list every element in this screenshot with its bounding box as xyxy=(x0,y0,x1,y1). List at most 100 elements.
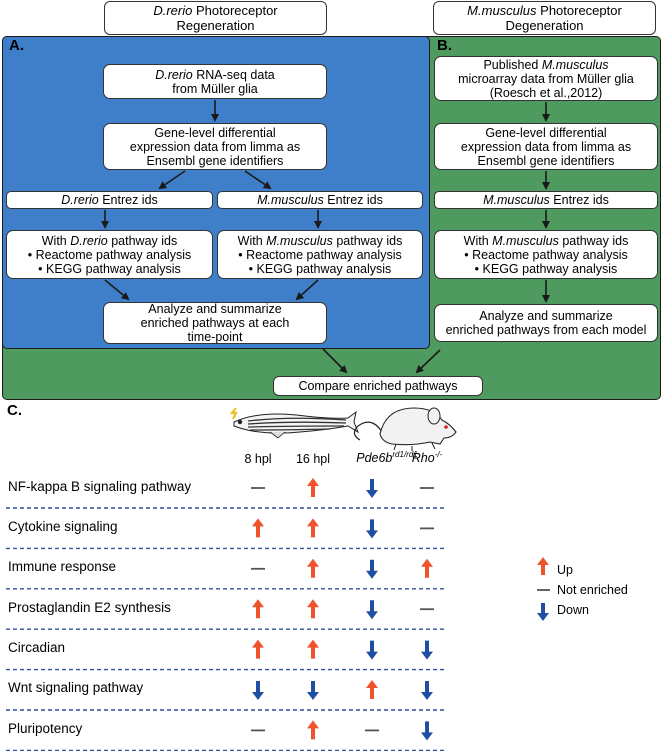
row-label: Cytokine signaling xyxy=(8,519,118,534)
box-text: Analyze and summarize xyxy=(148,302,282,316)
up-arrow xyxy=(252,599,264,619)
flow-arrow xyxy=(415,349,441,374)
box-text: pathway ids xyxy=(558,233,629,248)
down-arrow xyxy=(366,479,378,498)
summary-box-b: Analyze and summarize enriched pathways … xyxy=(434,304,658,342)
box-text: • KEGG pathway analysis xyxy=(474,261,618,276)
box-text: Ensembl gene identifiers xyxy=(477,153,615,168)
box-text: • Reactome pathway analysis xyxy=(27,247,192,262)
header-mouse-degeneration: M.musculus Photoreceptor Degeneration xyxy=(433,1,656,35)
column-header-text: Rho xyxy=(411,451,435,466)
diffexp-box-a: Gene-level differential expression data … xyxy=(103,123,327,170)
pathway-dr-box: With D.rerio pathway ids • Reactome path… xyxy=(6,230,213,279)
box-text: pathway ids xyxy=(107,233,178,248)
diffexp-box-b: Gene-level differential expression data … xyxy=(434,123,658,170)
species-text: M.musculus xyxy=(483,193,550,207)
box-text: time-point xyxy=(187,330,243,344)
box-text: • Reactome pathway analysis xyxy=(464,247,628,262)
box-text: • KEGG pathway analysis xyxy=(248,261,392,276)
down-arrow xyxy=(366,600,378,620)
species-text: M.musculus xyxy=(492,233,559,248)
summary-box-a: Analyze and summarize enriched pathways … xyxy=(103,302,327,344)
up-arrow xyxy=(307,558,319,578)
box-text: Entrez ids xyxy=(98,193,158,207)
box-text: With xyxy=(463,233,493,248)
box-text: With xyxy=(41,233,71,248)
legend-up-label: Up xyxy=(557,563,573,577)
row-label: Pluripotency xyxy=(8,721,83,736)
rnaseq-box: D.rerio RNA-seq data from Müller glia xyxy=(103,64,327,99)
column-header-rho: Rho-/- xyxy=(410,450,444,465)
box-text: • KEGG pathway analysis xyxy=(38,261,181,276)
panel-c-label: C. xyxy=(7,402,22,419)
header-species: M.musculus xyxy=(467,3,537,18)
box-text: RNA-seq data xyxy=(192,67,275,82)
legend-down-label: Down xyxy=(557,603,589,617)
up-arrow xyxy=(307,639,319,659)
down-arrow xyxy=(421,640,433,660)
down-arrow xyxy=(307,681,319,700)
row-label: Circadian xyxy=(8,640,66,655)
up-arrow xyxy=(307,518,319,538)
header-line2: Degeneration xyxy=(505,18,584,33)
column-header-text: 16 hpl xyxy=(295,452,331,466)
box-text: With xyxy=(237,233,267,248)
down-arrow xyxy=(366,640,378,660)
panel-a-label: A. xyxy=(9,37,24,54)
species-text: M.musculus xyxy=(257,193,324,207)
column-header-8hpl: 8 hpl xyxy=(238,452,278,466)
column-header-superscript: -/- xyxy=(434,450,443,459)
box-text: expression data from limma as xyxy=(460,139,632,154)
down-arrow xyxy=(366,519,378,539)
column-header-text: 8 hpl xyxy=(244,452,272,466)
flow-arrow xyxy=(244,170,272,190)
up-arrow xyxy=(307,599,319,619)
box-text: Entrez ids xyxy=(323,193,383,207)
column-header-text: Pde6b xyxy=(356,451,393,466)
box-text: enriched pathways at each xyxy=(140,316,290,330)
entrez-mm-box-b: M.musculus Entrez ids xyxy=(434,191,658,209)
up-arrow xyxy=(421,558,433,578)
down-arrow xyxy=(366,559,378,579)
box-text: microarray data from Müller glia xyxy=(458,71,634,86)
box-text: enriched pathways from each model xyxy=(445,323,647,337)
header-line2: Regeneration xyxy=(176,18,255,33)
box-text: from Müller glia xyxy=(172,81,258,96)
down-arrow xyxy=(421,721,433,741)
header-species: D.rerio xyxy=(153,3,193,18)
down-arrow xyxy=(252,681,264,700)
header-rest: Photoreceptor xyxy=(192,3,278,18)
flow-arrow xyxy=(322,348,348,374)
column-header-16hpl: 16 hpl xyxy=(290,452,336,466)
column-header-superscript: rd1/rd1 xyxy=(392,450,418,459)
species-text: D.rerio xyxy=(155,67,193,82)
up-arrow xyxy=(252,639,264,659)
up-arrow xyxy=(307,720,319,740)
panel-b-label: B. xyxy=(437,37,452,54)
header-zebrafish-regeneration: D.rerio Photoreceptor Regeneration xyxy=(104,1,327,35)
box-text: Entrez ids xyxy=(549,193,609,207)
pathway-mm-box-a: With M.musculus pathway ids • Reactome p… xyxy=(217,230,423,279)
up-arrow xyxy=(252,518,264,538)
row-label: Prostaglandin E2 synthesis xyxy=(8,600,171,615)
entrez-dr-box: D.rerio Entrez ids xyxy=(6,191,213,209)
entrez-mm-box-a: M.musculus Entrez ids xyxy=(217,191,423,209)
legend-down-arrow xyxy=(537,603,549,621)
species-text: D.rerio xyxy=(70,233,108,248)
box-text: Ensembl gene identifiers xyxy=(146,153,284,168)
legend-not-enriched-label: Not enriched xyxy=(557,583,628,597)
box-text: (Roesch et al.,2012) xyxy=(489,85,603,100)
box-text: • Reactome pathway analysis xyxy=(238,247,402,262)
flow-arrow xyxy=(158,170,186,190)
column-header-pde6b: Pde6brd1/rd1 xyxy=(352,450,422,465)
up-arrow xyxy=(366,680,378,699)
flow-arrow xyxy=(295,279,319,301)
species-text: D.rerio xyxy=(61,193,99,207)
row-label: Immune response xyxy=(8,559,117,574)
legend-up-arrow xyxy=(537,557,549,575)
